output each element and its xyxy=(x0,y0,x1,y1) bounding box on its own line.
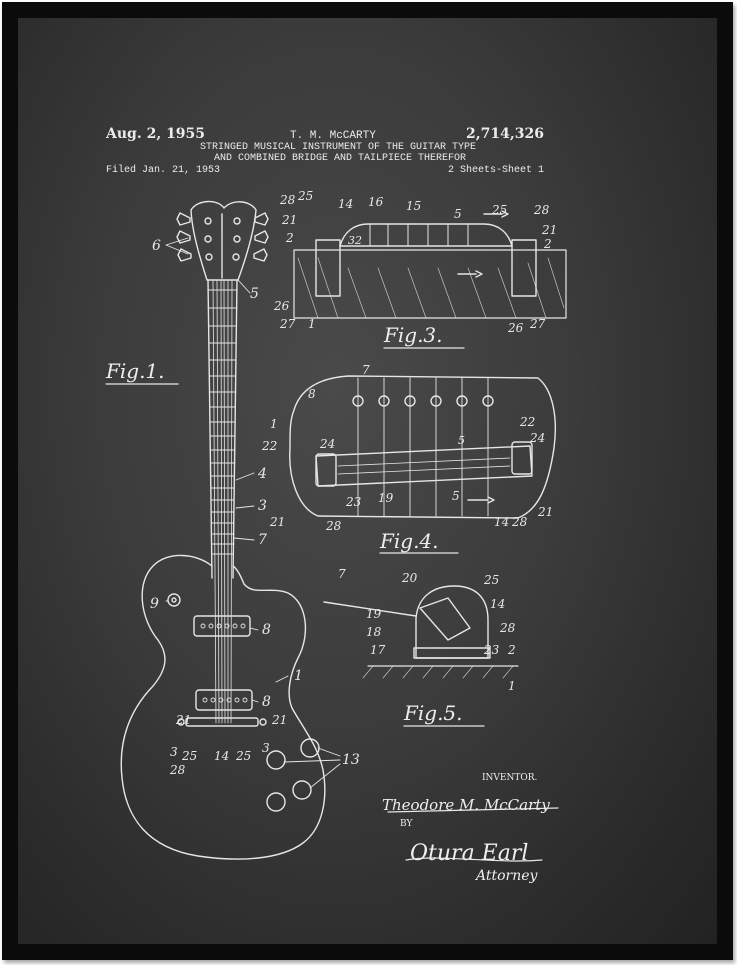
svg-text:13: 13 xyxy=(342,752,360,768)
svg-text:18: 18 xyxy=(366,625,382,639)
svg-text:21: 21 xyxy=(541,223,557,237)
svg-text:24: 24 xyxy=(529,431,545,445)
svg-text:28: 28 xyxy=(511,515,528,529)
sheet-info: 2 Sheets-Sheet 1 xyxy=(448,165,545,176)
svg-text:16: 16 xyxy=(368,195,384,209)
attorney-signature: Otura Earl xyxy=(410,841,528,866)
patent-number: 2,714,326 xyxy=(466,126,544,142)
svg-text:27: 27 xyxy=(529,317,546,331)
svg-text:5: 5 xyxy=(458,434,465,447)
svg-text:20: 20 xyxy=(401,571,418,585)
svg-text:28: 28 xyxy=(325,519,342,533)
svg-text:22: 22 xyxy=(261,439,277,453)
patent-title-line2: AND COMBINED BRIDGE AND TAILPIECE THEREF… xyxy=(214,153,467,164)
fig4-label: Fig.4. xyxy=(379,529,439,553)
svg-text:14: 14 xyxy=(338,197,353,211)
filed-date: Filed Jan. 21, 1953 xyxy=(106,165,221,176)
svg-text:21: 21 xyxy=(537,505,553,519)
by-label: BY xyxy=(400,819,413,829)
svg-text:17: 17 xyxy=(370,643,386,657)
svg-text:26: 26 xyxy=(507,321,524,335)
svg-text:32: 32 xyxy=(348,234,362,247)
svg-text:25: 25 xyxy=(491,203,507,217)
svg-text:3: 3 xyxy=(258,498,267,514)
svg-text:26: 26 xyxy=(273,299,290,313)
svg-text:19: 19 xyxy=(378,491,394,505)
svg-text:8: 8 xyxy=(262,622,271,638)
svg-text:21: 21 xyxy=(175,713,191,727)
svg-text:3: 3 xyxy=(262,741,270,755)
svg-text:19: 19 xyxy=(366,607,382,621)
svg-text:7: 7 xyxy=(258,532,267,548)
svg-text:28: 28 xyxy=(499,621,516,635)
svg-text:24: 24 xyxy=(319,437,335,451)
svg-text:22: 22 xyxy=(519,415,535,429)
svg-text:1: 1 xyxy=(508,679,516,693)
svg-text:21: 21 xyxy=(281,213,297,227)
svg-text:8: 8 xyxy=(262,694,271,710)
svg-text:28: 28 xyxy=(169,763,186,777)
svg-text:14: 14 xyxy=(494,515,509,529)
svg-text:28: 28 xyxy=(279,193,296,207)
guitar-drawing xyxy=(120,200,341,860)
svg-text:28: 28 xyxy=(533,203,550,217)
fig4-bridge-top xyxy=(289,375,557,519)
inventor-signature: Theodore M. McCarty xyxy=(382,796,550,814)
fig3-bridge-section xyxy=(293,210,567,319)
svg-text:23: 23 xyxy=(483,643,500,657)
svg-text:4: 4 xyxy=(257,466,267,482)
svg-text:1: 1 xyxy=(308,317,316,331)
svg-text:23: 23 xyxy=(345,495,362,509)
svg-text:25: 25 xyxy=(181,749,197,763)
chalkboard-print: Aug. 2, 1955 T. M. McCARTY 2,714,326 STR… xyxy=(18,18,717,944)
svg-text:2: 2 xyxy=(285,231,294,245)
fig1-label: Fig.1. xyxy=(105,359,165,383)
fig3-label: Fig.3. xyxy=(383,323,443,347)
svg-text:21: 21 xyxy=(269,515,285,529)
patent-title-line1: STRINGED MUSICAL INSTRUMENT OF THE GUITA… xyxy=(200,142,477,153)
svg-text:8: 8 xyxy=(308,387,316,401)
svg-text:25: 25 xyxy=(235,749,251,763)
svg-text:25: 25 xyxy=(483,573,499,587)
svg-text:2: 2 xyxy=(543,237,552,251)
svg-text:14: 14 xyxy=(214,749,229,763)
patent-date: Aug. 2, 1955 xyxy=(106,126,206,142)
patent-drawing: 6 5 4 3 7 9 8 8 1 21 21 3 3 25 14 25 28 … xyxy=(105,189,567,884)
svg-text:7: 7 xyxy=(338,567,346,581)
inventor-header: T. M. McCARTY xyxy=(290,130,376,142)
svg-text:5: 5 xyxy=(454,207,462,221)
svg-text:3: 3 xyxy=(170,745,178,759)
svg-text:15: 15 xyxy=(406,199,421,213)
svg-text:9: 9 xyxy=(150,596,159,612)
svg-text:14: 14 xyxy=(490,597,505,611)
svg-text:6: 6 xyxy=(152,238,161,254)
svg-text:21: 21 xyxy=(271,713,287,727)
fig5-side-detail xyxy=(323,585,519,679)
svg-text:2: 2 xyxy=(507,643,516,657)
attorney-label: Attorney xyxy=(474,868,539,884)
svg-text:1: 1 xyxy=(294,668,303,684)
svg-text:7: 7 xyxy=(362,363,370,377)
fig5-label: Fig.5. xyxy=(403,701,463,725)
svg-text:25: 25 xyxy=(297,189,313,203)
svg-text:1: 1 xyxy=(270,417,278,431)
svg-text:5: 5 xyxy=(250,286,259,302)
inventor-label: INVENTOR. xyxy=(482,773,538,783)
svg-text:27: 27 xyxy=(279,317,296,331)
svg-text:5: 5 xyxy=(452,489,460,503)
